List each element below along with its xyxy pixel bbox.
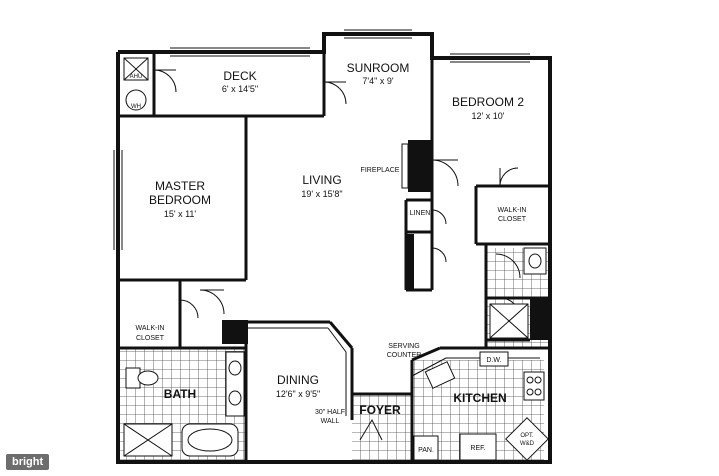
bedroom2-dims: 12' x 10' (472, 111, 505, 121)
dining-label: DINING (277, 373, 319, 387)
water-heater (125, 89, 147, 111)
walkin-closet-bed2-line1: WALK-IN (498, 207, 527, 214)
deck-label: DECK (223, 69, 256, 83)
dishwasher-box (479, 351, 509, 367)
foyer-label: FOYER (359, 403, 401, 417)
watermark-logo: bright (6, 454, 50, 470)
fridge-box (459, 433, 497, 461)
half-wall-line2: WALL (321, 418, 340, 425)
pantry-label: PAN. (418, 447, 434, 454)
walkin-closet-bed2-line2: CLOSET (498, 216, 527, 223)
labels: DECK 6' x 14'5" SUNROOM 7'4" x 9' BEDROO… (130, 61, 535, 454)
serving-counter-line1: SERVING (388, 343, 419, 350)
linen-label: LINEN (410, 210, 431, 217)
walkin-closet-master-line1: WALK-IN (136, 325, 165, 332)
fireplace-hearth (401, 143, 409, 189)
bedroom2-label: BEDROOM 2 (452, 95, 524, 109)
washer-dryer-box (505, 417, 549, 461)
sunroom-label: SUNROOM (347, 61, 410, 75)
wh-label: WH (131, 104, 141, 110)
serving-counter-line2: COUNTER (387, 352, 422, 359)
bath-label: BATH (164, 387, 196, 401)
walkin-closet-master-line2: CLOSET (136, 335, 165, 342)
dishwasher-label: D.W. (486, 357, 501, 364)
opt-label-line2: W&D (520, 441, 535, 447)
dining-dims: 12'6" x 9'5" (276, 389, 320, 399)
living-label: LIVING (302, 173, 341, 187)
range (523, 371, 545, 401)
master-dims: 15' x 11' (164, 209, 197, 219)
opt-label-line1: OPT. (520, 433, 534, 439)
half-wall-line1: 30" HALF (315, 409, 345, 416)
door-swings (153, 69, 521, 441)
fireplace-label: FIREPLACE (361, 167, 400, 174)
deck-dims: 6' x 14'5" (222, 84, 258, 94)
kitchen-label: KITCHEN (453, 391, 506, 405)
windows (113, 29, 530, 250)
sunroom-dims: 7'4" x 9' (362, 76, 393, 86)
kitchen-sink (424, 361, 456, 389)
fridge-label: REF. (470, 445, 485, 452)
pantry-box (413, 435, 439, 461)
ahu-label: AHU (130, 74, 143, 80)
fixtures (123, 57, 549, 461)
living-dims: 19' x 15'8" (301, 189, 342, 199)
solid-wall-blocks (222, 140, 548, 344)
master-label-line2: BEDROOM (149, 193, 211, 207)
master-label-line1: MASTER (155, 179, 205, 193)
